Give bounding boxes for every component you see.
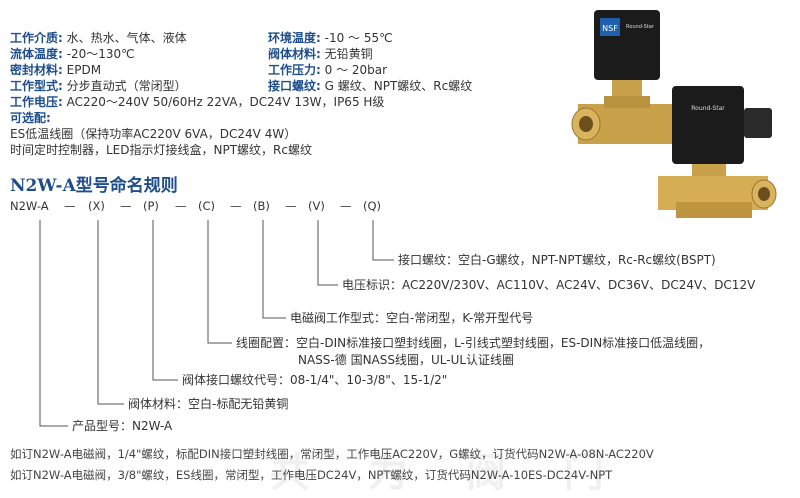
valve-1-brand: Round-Star xyxy=(626,24,655,30)
spec-fluid-temp: 流体温度: -20～130℃ xyxy=(10,47,135,61)
desc-body-material: 阀体材料：空白-标配无铅黄铜 xyxy=(128,397,289,411)
nsf-badge: NSF xyxy=(602,24,618,33)
spec-pressure: 工作压力: 0 ～ 20bar xyxy=(268,63,388,77)
code-dash-4: — xyxy=(230,199,242,213)
spec-seal: 密封材料: EPDM xyxy=(10,63,102,77)
spec-thread: 接口螺纹: G 螺纹、NPT螺纹、Rc螺纹 xyxy=(268,79,473,93)
order-example-1: 如订N2W-A电磁阀，1/4"螺纹，标配DIN接口塑封线圈，常闭型，工作电压AC… xyxy=(10,447,654,461)
order-example-2: 如订N2W-A电磁阀，3/8"螺纹，ES线圈，常闭型，工作电压DC24V，NPT… xyxy=(10,468,613,482)
code-part-c: (C) xyxy=(198,199,216,213)
option-2: 时间定时控制器，LED指示灯接线盒，NPT螺纹，Rc螺纹 xyxy=(10,143,312,157)
spec-ambient-temp: 环境温度: -10 ～ 55℃ xyxy=(268,31,393,45)
code-dash-3: — xyxy=(175,199,187,213)
code-dash-5: — xyxy=(285,199,297,213)
spec-body-material: 阀体材料: 无铅黄铜 xyxy=(268,47,373,61)
code-part-p: (P) xyxy=(143,199,159,213)
spec-medium: 工作介质: 水、热水、气体、液体 xyxy=(10,31,187,45)
desc-coil: 线圈配置：空白-DIN标准接口塑封线圈，L-引线式塑封线圈，ES-DIN标准接口… xyxy=(236,336,711,350)
code-dash-6: — xyxy=(340,199,352,213)
valve-1: NSF Round-Star xyxy=(571,10,676,144)
desc-voltage: 电压标识：AC220V/230V、AC110V、AC24V、DC36V、DC24… xyxy=(342,278,756,292)
desc-coil-cont: NASS-德 国NASS线圈，UL-UL认证线圈 xyxy=(298,353,515,367)
code-dash-1: — xyxy=(64,199,76,213)
valve-2: Round-Star xyxy=(658,86,777,218)
desc-product-model: 产品型号：N2W-A xyxy=(72,419,173,433)
valve-product-image: NSF Round-Star Round-Star xyxy=(571,10,777,218)
spec-options-label: 可选配: xyxy=(10,111,51,125)
code-dash-2: — xyxy=(120,199,132,213)
watermark-text: 共 为 阀 门 xyxy=(270,450,626,496)
desc-work-type: 电磁阀工作型式：空白-常闭型，K-常开型代号 xyxy=(290,311,534,325)
naming-rule-heading: N2W-A型号命名规则 xyxy=(10,176,178,196)
code-prefix: N2W-A xyxy=(10,199,49,213)
code-part-b: (B) xyxy=(253,199,270,213)
valve-2-brand: Round-Star xyxy=(691,105,725,112)
option-1: ES低温线圈（保持功率AC220V 6VA，DC24V 4W） xyxy=(10,127,297,141)
code-part-q: (Q) xyxy=(363,199,382,213)
code-part-v: (V) xyxy=(308,199,325,213)
code-part-x: (X) xyxy=(88,199,105,213)
spec-type: 工作型式: 分步直动式（常闭型） xyxy=(10,79,187,93)
desc-thread: 接口螺纹：空白-G螺纹，NPT-NPT螺纹，Rc-Rc螺纹(BSPT) xyxy=(398,253,716,267)
spec-voltage: 工作电压: AC220～240V 50/60Hz 22VA，DC24V 13W，… xyxy=(10,95,385,109)
desc-port-thread: 阀体接口螺纹代号：08-1/4"、10-3/8"、15-1/2" xyxy=(182,373,448,387)
